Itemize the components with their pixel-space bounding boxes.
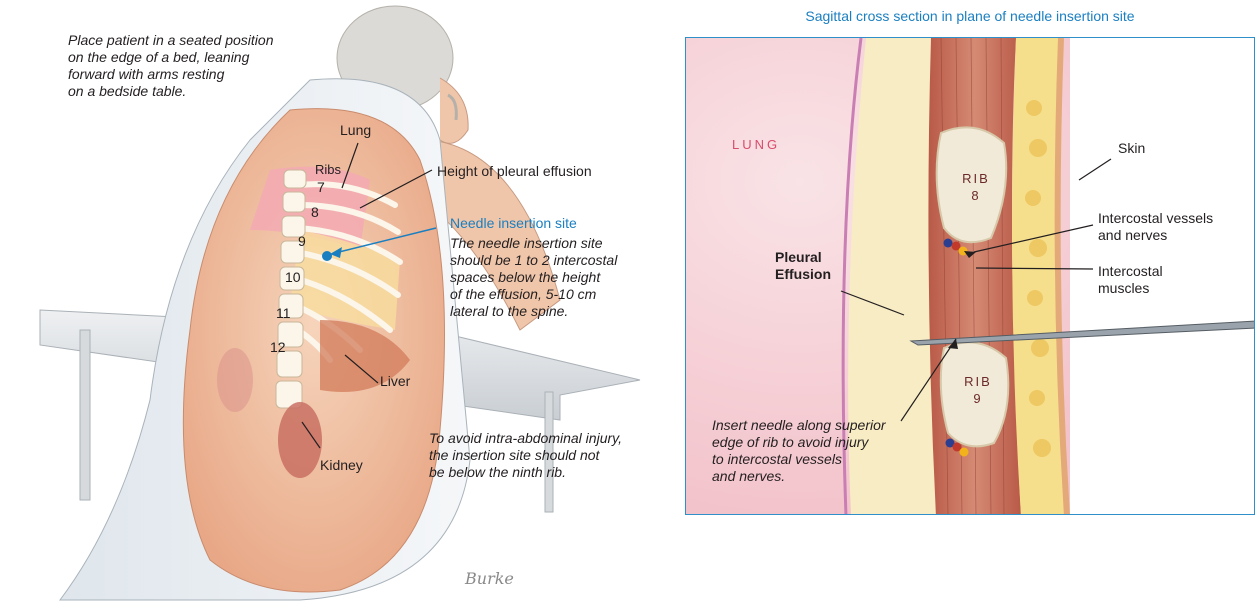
needle-site-note: The needle insertion site should be 1 to…	[450, 235, 617, 320]
artist-signature: Burke	[465, 570, 514, 587]
rib-8-label: 8	[311, 204, 319, 221]
lung-section-label: LUNG	[732, 137, 780, 152]
rib-7-label: 7	[317, 179, 325, 196]
cross-section-title: Sagittal cross section in plane of needl…	[685, 8, 1255, 24]
intro-instruction-text: Place patient in a seated position on th…	[68, 32, 273, 100]
rib-11-label: 11	[276, 305, 291, 322]
kidney-region	[278, 402, 322, 478]
ribs-label: Ribs	[315, 161, 341, 178]
lung-label: Lung	[340, 122, 371, 139]
rib-9-number: 9	[954, 390, 1002, 407]
rib-8-number: 8	[952, 187, 1000, 204]
rib-9-word: RIB	[954, 373, 1002, 390]
height-of-effusion-label: Height of pleural effusion	[437, 163, 592, 180]
pleural-effusion-label: Pleural Effusion	[775, 249, 831, 283]
needle-insertion-marker	[322, 251, 332, 261]
rib-9-label: 9	[298, 233, 306, 250]
needle-insertion-site-label: Needle insertion site	[450, 215, 577, 232]
rib-8-section-label: RIB 8	[952, 170, 1000, 204]
rib-8-word: RIB	[952, 170, 1000, 187]
rib-12-label: 12	[270, 339, 286, 356]
intercostal-vessels-label: Intercostal vessels and nerves	[1098, 210, 1213, 244]
liver-label: Liver	[380, 373, 410, 390]
rib-9-section-label: RIB 9	[954, 373, 1002, 407]
kidney-label: Kidney	[320, 457, 363, 474]
intercostal-muscles-label: Intercostal muscles	[1098, 263, 1163, 297]
skin-label: Skin	[1118, 140, 1145, 157]
cross-section-panel: LUNG RIB 8 RIB 9 Skin Intercostal vessel…	[685, 37, 1255, 515]
insert-needle-note: Insert needle along superior edge of rib…	[712, 417, 886, 485]
rib-10-label: 10	[285, 269, 301, 286]
abdominal-injury-note: To avoid intra-abdominal injury, the ins…	[429, 430, 622, 481]
